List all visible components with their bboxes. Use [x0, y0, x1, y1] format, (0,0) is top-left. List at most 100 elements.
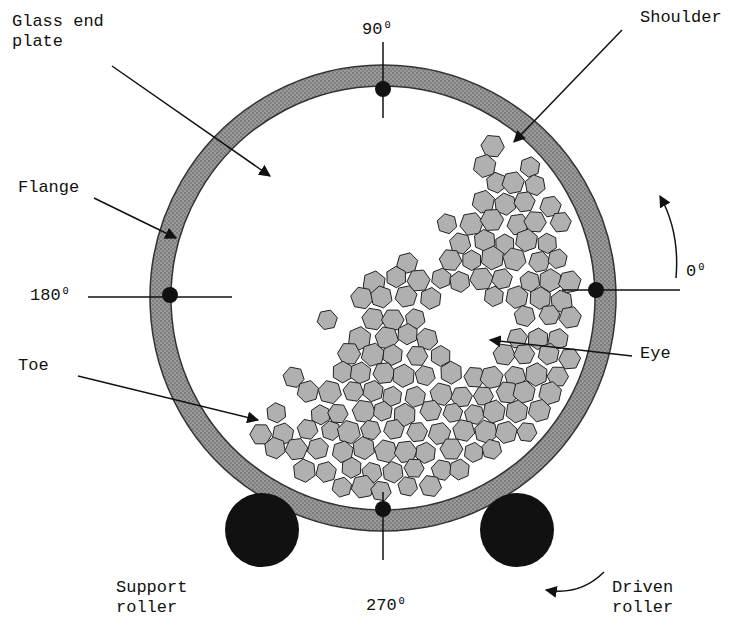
grinding-ball — [318, 381, 341, 404]
grinding-ball — [483, 400, 505, 423]
part-label: Toe — [18, 356, 49, 376]
roller-rotation-arrow — [546, 572, 604, 591]
grinding-ball — [387, 266, 406, 287]
leader-line — [490, 340, 632, 356]
grinding-ball — [371, 286, 392, 308]
grinding-ball — [529, 252, 550, 273]
grinding-ball — [395, 286, 417, 307]
grinding-ball — [342, 457, 361, 478]
part-label: Flange — [18, 178, 79, 198]
grinding-ball — [520, 157, 539, 177]
grinding-ball — [362, 308, 385, 330]
tick-line — [382, 42, 384, 118]
grinding-ball — [407, 423, 428, 442]
leader-line — [112, 66, 270, 176]
grinding-ball — [548, 249, 567, 269]
tick-line — [562, 289, 680, 291]
grinding-ball — [398, 324, 417, 345]
grinding-ball — [317, 310, 337, 329]
grinding-ball — [383, 461, 403, 483]
mark-dot — [162, 287, 178, 303]
grinding-ball — [502, 172, 524, 194]
grinding-ball — [441, 361, 461, 384]
grinding-ball — [550, 213, 571, 232]
grinding-ball — [373, 401, 392, 421]
grinding-ball — [294, 459, 315, 482]
part-label: 180⁰ — [30, 286, 71, 306]
grinding-ball — [481, 136, 504, 157]
driven-roller — [480, 493, 554, 567]
grinding-ball — [480, 366, 503, 388]
grinding-ball — [506, 286, 528, 309]
grinding-ball — [524, 212, 546, 232]
grinding-ball — [316, 462, 336, 483]
grinding-ball — [333, 361, 352, 383]
mark-dot — [375, 501, 391, 517]
grinding-ball — [495, 421, 517, 443]
mark-dot — [375, 81, 391, 97]
part-label: Glass end plate — [12, 12, 112, 52]
grinding-ball — [265, 437, 285, 459]
grinding-ball — [363, 381, 383, 402]
grinding-ball — [514, 345, 535, 364]
flange-ring — [150, 65, 616, 531]
grinding-ball — [383, 344, 402, 365]
leader-line — [514, 30, 622, 142]
grinding-ball — [384, 420, 404, 440]
leader-line — [94, 198, 176, 238]
grinding-ball — [450, 271, 470, 292]
grinding-ball — [297, 420, 318, 440]
part-label: 90⁰ — [362, 20, 393, 40]
grinding-ball — [559, 349, 581, 369]
grinding-ball — [393, 364, 414, 387]
leader-line — [78, 376, 258, 420]
grinding-ball — [482, 246, 504, 270]
grinding-ball — [405, 386, 425, 407]
grinding-ball — [351, 475, 374, 498]
grinding-ball — [338, 344, 361, 364]
grinding-ball — [528, 400, 550, 422]
grinding-ball — [351, 287, 373, 308]
grinding-ball — [485, 286, 504, 306]
grinding-ball — [463, 250, 481, 270]
grinding-ball — [453, 420, 475, 442]
grinding-ball — [361, 343, 384, 366]
grinding-ball — [439, 250, 462, 270]
grinding-ball — [443, 403, 463, 422]
grinding-ball — [450, 459, 469, 480]
grinding-ball — [480, 210, 503, 231]
grinding-ball — [415, 366, 435, 386]
grinding-ball — [559, 307, 581, 328]
grinding-ball — [285, 439, 308, 460]
grinding-ball — [343, 382, 364, 402]
grinding-ball — [514, 192, 535, 212]
mark-dot — [588, 282, 604, 298]
grinding-ball — [421, 288, 441, 310]
grinding-ball — [352, 400, 376, 422]
grinding-ball — [398, 477, 418, 496]
grinding-ball — [514, 306, 535, 327]
grinding-ball — [493, 344, 515, 365]
grinding-ball — [267, 403, 286, 423]
grinding-ball — [539, 306, 560, 325]
grinding-ball — [419, 476, 441, 497]
grinding-ball — [516, 229, 538, 252]
grinding-ball — [437, 214, 456, 234]
grinding-ball — [297, 381, 319, 403]
grinding-ball — [432, 268, 451, 289]
grinding-ball — [374, 440, 397, 463]
grinding-ball — [465, 442, 484, 462]
grinding-charge — [250, 136, 582, 501]
tick-line — [88, 296, 232, 298]
grinding-ball — [482, 439, 502, 459]
grinding-ball — [371, 481, 391, 500]
part-label: Driven roller — [612, 578, 692, 618]
grinding-ball — [353, 437, 374, 460]
grinding-ball — [506, 400, 527, 423]
grinding-ball — [307, 438, 328, 459]
grinding-ball — [332, 477, 352, 497]
grinding-ball — [517, 423, 537, 442]
grinding-ball — [440, 439, 463, 459]
grinding-ball — [407, 347, 428, 366]
